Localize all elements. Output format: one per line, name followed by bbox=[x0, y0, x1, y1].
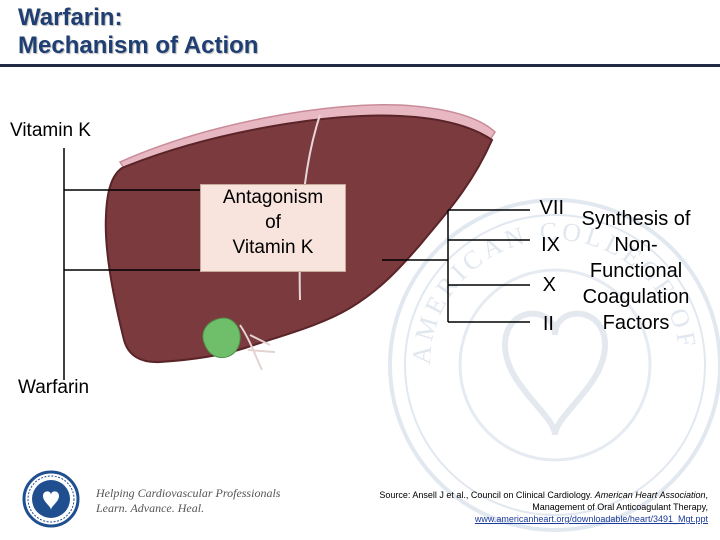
synthesis-line-2: Non- bbox=[614, 234, 658, 256]
acc-logo-seal bbox=[22, 470, 80, 528]
gallbladder bbox=[202, 317, 241, 359]
antagonism-line-3: Vitamin K bbox=[232, 237, 314, 258]
factor-vii: VII bbox=[539, 197, 564, 219]
source-citation: Source: Ansell J et al., Council on Clin… bbox=[378, 489, 708, 525]
factor-x: X bbox=[542, 274, 556, 296]
antagonism-box: Antagonism of Vitamin K bbox=[200, 184, 346, 272]
synthesis-line-1: Synthesis of bbox=[581, 208, 691, 230]
antagonism-line-1: Antagonism bbox=[222, 187, 324, 208]
brand-tagline: Helping Cardiovascular Professionals Lea… bbox=[96, 486, 280, 516]
factor-ix: IX bbox=[541, 234, 560, 256]
title-divider bbox=[0, 64, 720, 67]
hepatic-vessels bbox=[239, 324, 276, 371]
vitamin-k-label: Vitamin K bbox=[10, 120, 91, 141]
synthesis-line-4: Coagulation bbox=[582, 286, 690, 308]
antagonism-line-2: of bbox=[265, 212, 281, 233]
title-line-1: Warfarin: bbox=[18, 4, 123, 31]
synthesis-line-3: Functional bbox=[589, 260, 683, 282]
warfarin-label: Warfarin bbox=[18, 377, 90, 398]
synthesis-text: Synthesis of Non- Functional Coagulation… bbox=[566, 206, 706, 336]
factor-ii: II bbox=[542, 313, 554, 335]
source-prefix: Source: Ansell J et al., Council on Clin… bbox=[379, 490, 595, 500]
synthesis-line-5: Factors bbox=[602, 312, 670, 334]
source-journal: American Heart Association bbox=[594, 490, 706, 500]
brand-line-1: Helping Cardiovascular Professionals bbox=[96, 486, 281, 500]
title-line-2: Mechanism of Action bbox=[18, 32, 259, 59]
source-rest: , Management of Oral Anticoagulant Thera… bbox=[532, 490, 708, 512]
slide-title: Warfarin: Mechanism of Action bbox=[18, 4, 258, 60]
source-link[interactable]: www.americanheart.org/downloadable/heart… bbox=[474, 514, 708, 524]
brand-line-2: Learn. Advance. Heal. bbox=[96, 501, 205, 515]
